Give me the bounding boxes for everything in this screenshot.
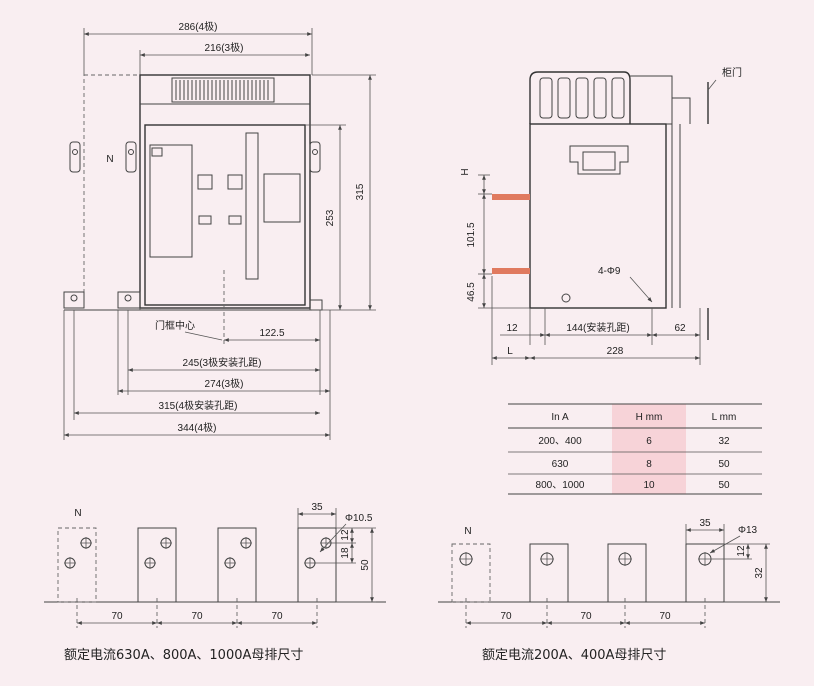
table-row-2-in: 630 — [552, 459, 569, 470]
dim-122: 122.5 — [259, 328, 284, 339]
dim-101: 101.5 — [466, 222, 477, 247]
large-bar-2 — [217, 527, 257, 603]
busbar-table: In A H mm L mm 200、400 6 32 630 8 50 800… — [508, 403, 762, 495]
charging-handle — [245, 132, 259, 280]
table-header-in: In A — [551, 412, 569, 423]
dim-144: 144(安装孔距) — [566, 321, 629, 334]
side-handle — [569, 145, 629, 175]
hole-label: 4-Φ9 — [598, 266, 621, 277]
door-center-label: 门框中心 — [155, 319, 195, 332]
dim-right-outer: 315 — [355, 183, 366, 200]
large-dim-35: 35 — [311, 502, 323, 513]
dim-62: 62 — [674, 323, 686, 334]
large-dim-hole: Φ10.5 — [345, 513, 373, 524]
table-row-3-in: 800、1000 — [536, 480, 585, 491]
busbar-large: N 35 Φ10.5 12 18 50 — [44, 502, 386, 663]
small-bar-2 — [607, 543, 647, 603]
right-foot — [309, 299, 323, 311]
dim-H: H — [460, 168, 471, 175]
large-bar-3 — [297, 527, 337, 603]
table-row-1-h: 6 — [646, 436, 652, 447]
small-caption: 额定电流200A、400A母排尺寸 — [482, 648, 666, 663]
large-dim-50: 50 — [360, 559, 371, 571]
dim-274: 274(3极) — [205, 377, 244, 390]
vent-slots — [175, 80, 269, 100]
small-spacing-1: 70 — [500, 611, 512, 622]
front-panel — [144, 124, 306, 306]
dim-228: 228 — [607, 346, 624, 357]
controller-window — [263, 173, 301, 223]
table-row-1-l: 32 — [718, 436, 730, 447]
table-header-h: H mm — [636, 412, 663, 423]
table-row-2-l: 50 — [718, 459, 730, 470]
side-rear-block — [630, 75, 673, 124]
front-view: 286(4极) 216(3极) N — [63, 20, 376, 440]
large-spacing-1: 70 — [111, 611, 123, 622]
nameplate — [149, 144, 193, 258]
dim-315: 315(4极安装孔距) — [159, 399, 238, 412]
dim-46: 46.5 — [466, 282, 477, 302]
off-button — [227, 174, 243, 190]
small-dim-35: 35 — [699, 518, 711, 529]
dim-245: 245(3极安装孔距) — [183, 356, 262, 369]
small-dim-32: 32 — [754, 567, 765, 579]
side-screw — [561, 293, 571, 303]
indicator-1 — [198, 215, 212, 225]
dim-right-inner: 253 — [325, 209, 336, 226]
large-n-label: N — [74, 508, 81, 519]
indicator-2 — [228, 215, 242, 225]
table-header-l: L mm — [712, 412, 737, 423]
fourth-pole-outline — [83, 74, 141, 311]
dim-top-4pole: 286(4极) — [179, 20, 218, 33]
dim-L: L — [507, 346, 513, 357]
side-top-housing — [529, 71, 631, 124]
side-body — [529, 123, 667, 309]
table-row-3-l: 50 — [718, 480, 730, 491]
dim-12: 12 — [506, 323, 518, 334]
large-caption: 额定电流630A、800A、1000A母排尺寸 — [64, 648, 303, 663]
dim-top-3pole: 216(3极) — [205, 41, 244, 54]
small-n-bar — [451, 543, 491, 603]
dim-344: 344(4极) — [178, 421, 217, 434]
left-bracket — [125, 141, 137, 173]
large-bar-1 — [137, 527, 177, 603]
small-spacing-2: 70 — [580, 611, 592, 622]
table-row-2-h: 8 — [646, 459, 652, 470]
side-view: 柜门 H 101.5 46.5 4-Φ9 12 144(安装孔距) 62 L 2… — [460, 66, 742, 365]
large-dim-12: 12 — [340, 529, 351, 541]
lower-busbar — [492, 268, 530, 274]
table-row-1-in: 200、400 — [538, 436, 582, 447]
cabinet-door-label: 柜门 — [722, 66, 742, 79]
table-row-3-h: 10 — [643, 480, 655, 491]
large-n-bar — [57, 527, 97, 603]
small-bar-1 — [529, 543, 569, 603]
large-dim-18: 18 — [340, 547, 351, 559]
small-spacing-3: 70 — [659, 611, 671, 622]
on-button — [197, 174, 213, 190]
table-highlight-column — [612, 404, 686, 494]
upper-busbar — [492, 194, 530, 200]
large-spacing-3: 70 — [271, 611, 283, 622]
n-pole-label: N — [106, 154, 113, 165]
busbar-small: N 35 Φ13 12 32 70 70 70 额定电流200A、400A母排尺… — [438, 518, 780, 663]
small-n-label: N — [464, 526, 471, 537]
breaker-body — [139, 74, 311, 309]
right-bracket — [309, 141, 321, 173]
n-foot — [63, 291, 85, 309]
small-dim-12: 12 — [736, 545, 747, 557]
left-foot — [117, 291, 141, 309]
small-dim-hole: Φ13 — [738, 525, 758, 536]
n-pole-bracket — [69, 141, 81, 173]
large-spacing-2: 70 — [191, 611, 203, 622]
vent-grill — [171, 77, 275, 103]
